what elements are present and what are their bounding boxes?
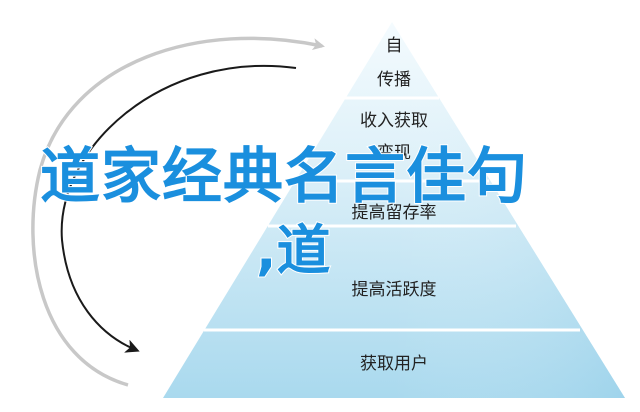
pyramid-shade <box>392 22 625 398</box>
layer-acquisition-label: 获取用户 <box>360 354 428 374</box>
layer-tip-label-line1: 自 <box>385 36 403 56</box>
overlay-subtitle: ,道 <box>255 219 332 282</box>
outer-cycle-arrow <box>31 36 325 387</box>
layer-activation-label: 提高活跃度 <box>351 280 437 300</box>
layer-revenue-label-line2: 变现 <box>377 143 411 163</box>
layer-tip-label-line2: 传播 <box>377 70 411 90</box>
overlay-title: 道家经典名言佳句 <box>39 142 528 212</box>
inner-cycle-arrow <box>60 65 297 353</box>
layer-revenue-label-line1: 收入获取 <box>360 111 428 131</box>
layer-retention-label: 提高留存率 <box>351 203 437 223</box>
